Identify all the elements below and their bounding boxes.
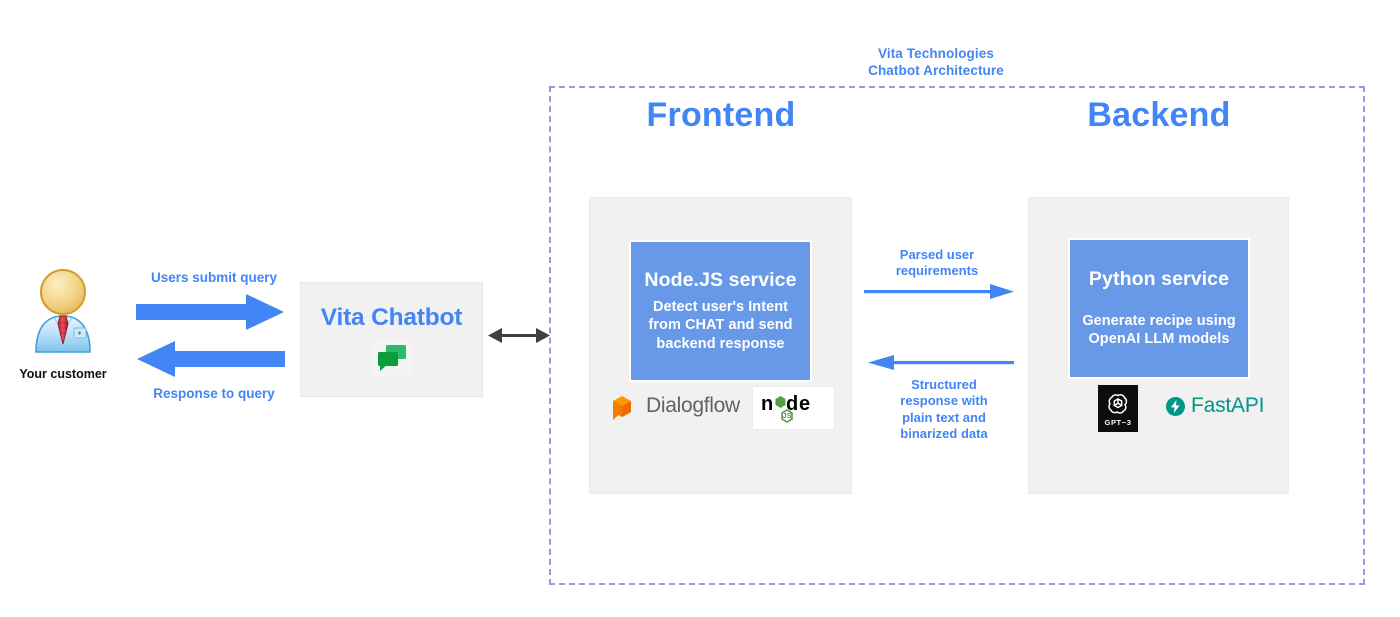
gpt3-logo: GPT−3: [1098, 385, 1138, 432]
svg-text:JS: JS: [782, 411, 791, 420]
parsed-req-line1: Parsed user: [899, 247, 975, 262]
chatbot-system-bidirectional-arrow: [488, 328, 550, 343]
structured-resp-line4: binarized data: [900, 425, 988, 441]
openai-knot-icon: [1108, 393, 1128, 414]
dialogflow-label: Dialogflow: [646, 394, 740, 417]
response-query-label: Response to query: [153, 386, 275, 401]
svg-text:d: d: [786, 393, 797, 415]
fastapi-bolt-icon: [1166, 396, 1185, 416]
structured-resp-line1: Structured: [911, 377, 977, 392]
nodejs-logo: n d e JS: [752, 386, 835, 430]
frontend-heading: Frontend: [646, 96, 796, 134]
python-service-card[interactable]: Python service Generate recipe using Ope…: [1068, 238, 1250, 379]
node-service-card[interactable]: Node.JS service Detect user's Intent fro…: [629, 240, 812, 382]
structured-resp-line3: plain text and: [902, 409, 986, 425]
node-service-desc: Detect user's Intent from CHAT and send …: [648, 298, 792, 353]
vita-chatbot-label: Vita Chatbot: [320, 303, 463, 331]
parsed-requirements-label: Parsed user requirements: [866, 247, 1008, 280]
node-service-desc-line3: backend response: [656, 335, 785, 352]
structured-response-label: Structured response with plain text and …: [878, 377, 1010, 442]
dialogflow-cube-icon: [605, 389, 639, 423]
parsed-req-line2: requirements: [895, 263, 979, 279]
response-query-arrow: [137, 341, 285, 377]
structured-resp-line2: response with: [900, 393, 988, 409]
svg-text:e: e: [799, 393, 810, 415]
backend-heading: Backend: [1087, 96, 1231, 134]
node-service-title: Node.JS service: [644, 268, 797, 291]
python-service-desc-line2: OpenAI LLM models: [1088, 331, 1230, 348]
nodejs-wordmark-icon: n d e JS: [761, 393, 811, 423]
vita-chatbot-box[interactable]: Vita Chatbot: [300, 282, 483, 397]
dialogflow-logo: Dialogflow: [605, 389, 740, 423]
svg-text:n: n: [761, 393, 772, 415]
diagram-title-line1: Vita Technologies: [878, 46, 994, 61]
chat-bubbles-icon: [372, 339, 411, 376]
diagram-title: Vita Technologies Chatbot Architecture: [836, 46, 1036, 80]
diagram-title-line2: Chatbot Architecture: [868, 62, 1004, 78]
submit-query-label: Users submit query: [150, 270, 278, 285]
node-service-desc-line1: Detect user's Intent: [653, 299, 788, 316]
python-service-desc-line1: Generate recipe using: [1082, 312, 1236, 329]
node-service-desc-line2: from CHAT and send: [648, 317, 793, 334]
fastapi-logo: FastAPI: [1166, 394, 1264, 418]
python-service-title: Python service: [1088, 268, 1230, 291]
fastapi-label: FastAPI: [1191, 394, 1265, 417]
system-boundary: [549, 86, 1365, 585]
submit-query-arrow: [136, 294, 284, 330]
python-service-desc: Generate recipe using OpenAI LLM models: [1082, 312, 1235, 349]
user-avatar-icon: [28, 266, 98, 354]
gpt3-label: GPT−3: [1104, 417, 1132, 427]
customer-label: Your customer: [19, 367, 107, 381]
